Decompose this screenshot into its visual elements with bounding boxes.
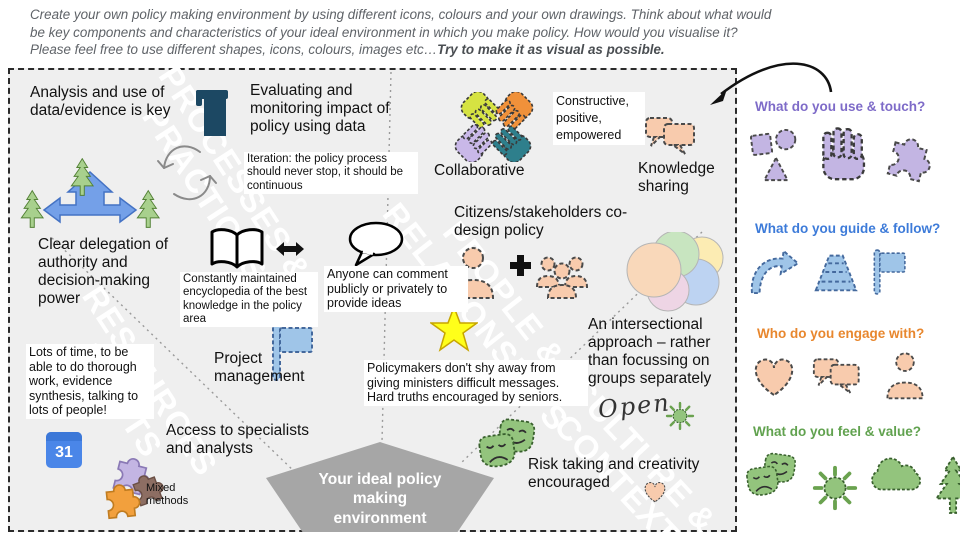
star-icon[interactable]: [430, 306, 478, 352]
intersectional-circles-icon[interactable]: [624, 232, 724, 316]
note-project-management[interactable]: Project management: [214, 350, 305, 385]
delegation-trees-arrow-icon[interactable]: [14, 158, 166, 238]
person-plus-group-icon[interactable]: [448, 246, 590, 304]
note-intersectional[interactable]: An intersectional approach – rather than…: [588, 316, 712, 387]
sun-icon[interactable]: [810, 462, 860, 514]
calendar-icon[interactable]: 31: [46, 432, 82, 468]
sidebar-header-engage: Who do you engage with?: [757, 326, 925, 341]
center-pentagon-label: Your ideal policy making environment: [318, 470, 442, 527]
note-evaluating-monitoring[interactable]: Evaluating and monitoring impact of poli…: [250, 82, 390, 135]
sidebar-header-use-touch: What do you use & touch?: [755, 99, 926, 114]
calendar-day: 31: [55, 444, 73, 461]
collaborative-hands-icon[interactable]: [444, 92, 548, 162]
sidebar-icons-engage: [750, 352, 928, 402]
note-policymakers[interactable]: Policymakers don't shy away from giving …: [364, 360, 588, 406]
person-icon[interactable]: [882, 352, 928, 402]
instructions-line-2: be key components and characteristics of…: [30, 24, 738, 40]
sidebar-icons-feel-value: [744, 446, 960, 514]
left-right-arrow-icon[interactable]: [274, 240, 306, 258]
note-knowledge-sharing[interactable]: Knowledge sharing: [638, 160, 715, 195]
chat-bubbles-icon[interactable]: [812, 355, 868, 399]
board-instructions: Create your own policy making environmen…: [30, 6, 775, 59]
note-mixed-methods[interactable]: Mixed methods: [146, 482, 189, 507]
iteration-cycle-icon[interactable]: [156, 138, 218, 208]
shapes-icon[interactable]: [748, 124, 804, 188]
note-iteration[interactable]: Iteration: the policy process should nev…: [244, 152, 418, 194]
heart-icon[interactable]: [750, 356, 798, 398]
instructions-line-3: Please feel free to use different shapes…: [30, 42, 665, 58]
note-lots-of-time[interactable]: Lots of time, to be able to do thorough …: [26, 344, 154, 419]
open-book-icon[interactable]: [208, 226, 266, 272]
calendar-header: [46, 432, 82, 441]
risk-masks-icon[interactable]: [476, 416, 542, 476]
note-risk-taking[interactable]: Risk taking and creativity encouraged: [528, 456, 700, 491]
small-heart-icon[interactable]: [642, 480, 668, 504]
open-sun-icon[interactable]: [664, 400, 696, 432]
knowledge-bubbles-icon[interactable]: [644, 114, 704, 160]
flag-icon[interactable]: [872, 246, 908, 298]
sidebar-icons-use-touch: [748, 124, 942, 188]
policy-canvas: PROCESSES &PRACTICES PEOPLE &RELATIONSHI…: [8, 59, 737, 540]
curved-arrow-icon[interactable]: [748, 249, 800, 295]
sidebar-header-guide-follow: What do you guide & follow?: [755, 221, 941, 236]
note-access-specialists[interactable]: Access to specialists and analysts: [166, 422, 309, 457]
note-citizens-codesign[interactable]: Citizens/stakeholders co-design policy: [454, 204, 628, 239]
project-flag-icon[interactable]: [270, 322, 316, 382]
instructions-line-1: Create your own policy making environmen…: [30, 7, 772, 22]
scroll-icon[interactable]: [194, 86, 232, 140]
sidebar-header-feel-value: What do you feel & value?: [753, 424, 922, 439]
note-encyclopedia[interactable]: Constantly maintained encyclopedia of th…: [180, 272, 318, 328]
puzzle-icon[interactable]: [884, 127, 942, 185]
hand-icon[interactable]: [818, 126, 870, 186]
road-icon[interactable]: [810, 249, 862, 295]
note-analysis-evidence[interactable]: Analysis and use of data/evidence is key: [30, 84, 171, 119]
instructions-bold: Try to make it as visual as possible.: [437, 42, 665, 58]
speech-bubble-icon[interactable]: [346, 220, 406, 268]
masks-icon[interactable]: [744, 446, 802, 508]
cloud-icon[interactable]: [868, 454, 926, 494]
note-collaborative[interactable]: Collaborative: [434, 162, 525, 179]
plus-icon: [510, 255, 531, 276]
sidebar-icons-guide-follow: [748, 246, 908, 298]
note-constructive[interactable]: Constructive, positive, empowered: [553, 92, 645, 145]
note-anyone-comment[interactable]: Anyone can comment publicly or privately…: [324, 266, 468, 312]
tree-icon[interactable]: [934, 456, 960, 514]
pointer-curved-arrow-icon: [710, 62, 833, 105]
note-clear-delegation[interactable]: Clear delegation of authority and decisi…: [38, 236, 169, 307]
